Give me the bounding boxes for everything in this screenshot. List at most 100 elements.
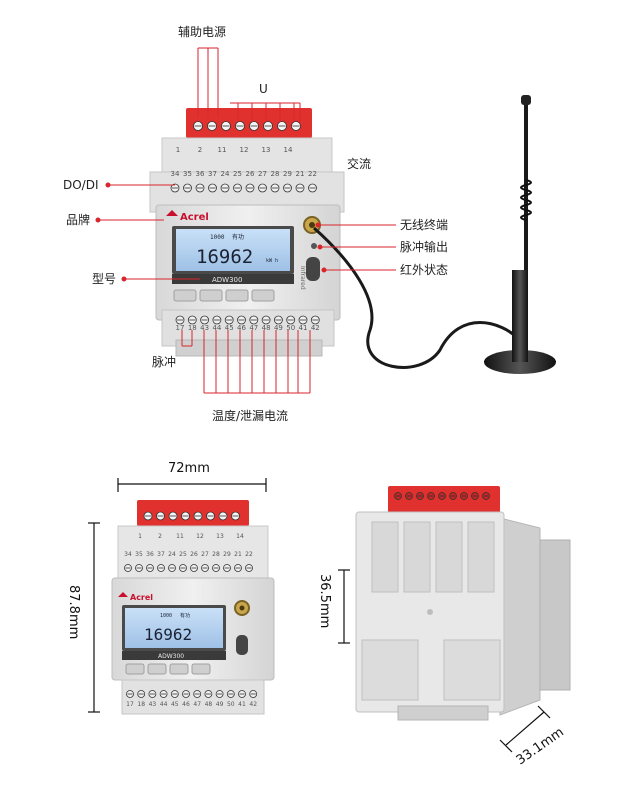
main-device: Acrel 1000 有功 16962 kW h ADW300 Infrared… xyxy=(149,108,345,357)
terminal-number: 21 xyxy=(234,551,242,558)
terminal-number: 35 xyxy=(183,170,192,178)
terminal-number: 49 xyxy=(274,324,283,332)
svg-text:ADW300: ADW300 xyxy=(158,653,184,660)
terminal-number: 2 xyxy=(198,146,202,154)
terminal-number: 18 xyxy=(188,324,197,332)
terminal-number: 29 xyxy=(283,170,292,178)
terminal-number: 47 xyxy=(249,324,258,332)
terminal-number: 14 xyxy=(284,146,293,154)
label-aux-power: 辅助电源 xyxy=(178,25,226,39)
label-pulse-output: 脉冲输出 xyxy=(400,239,448,254)
depth-dimension xyxy=(499,705,551,753)
terminal-number: 45 xyxy=(171,701,179,708)
label-wireless: 无线终端 xyxy=(400,217,448,232)
terminal-number: 35 xyxy=(135,551,143,558)
terminal-number: 44 xyxy=(212,324,221,332)
svg-text:Acrel: Acrel xyxy=(180,212,209,223)
terminal-number: 50 xyxy=(286,324,295,332)
width-label: 72mm xyxy=(168,461,210,476)
terminal-number: 1 xyxy=(138,533,142,540)
terminal-number: 42 xyxy=(249,701,257,708)
terminal-number: 22 xyxy=(308,170,317,178)
terminal-number: 1 xyxy=(176,146,180,154)
height-label: 87.8mm xyxy=(66,585,81,639)
terminal-number: 49 xyxy=(216,701,224,708)
terminal-number: 24 xyxy=(221,170,230,178)
terminal-number: 25 xyxy=(179,551,187,558)
top-terminal-screws xyxy=(193,121,301,131)
height-dimension xyxy=(88,522,100,713)
label-do-di: DO/DI xyxy=(63,178,99,192)
terminal-number: 29 xyxy=(223,551,231,558)
svg-text:Acrel: Acrel xyxy=(130,593,153,602)
terminal-number: 11 xyxy=(218,146,227,154)
back-view xyxy=(355,486,571,721)
svg-text:16962: 16962 xyxy=(144,625,192,644)
terminal-number: 37 xyxy=(157,551,165,558)
terminal-number: 42 xyxy=(311,324,320,332)
terminal-number: 37 xyxy=(208,170,217,178)
label-brand: 品牌 xyxy=(66,213,90,227)
antenna xyxy=(313,95,556,374)
pulse-led xyxy=(311,243,317,249)
width-dimension xyxy=(117,478,267,492)
infrared-window xyxy=(306,257,320,281)
lcd-screen xyxy=(176,229,290,271)
label-ac: 交流 xyxy=(347,156,371,171)
terminal-number: 12 xyxy=(240,146,249,154)
back-height-label: 36.5mm xyxy=(317,574,332,628)
terminal-number: 34 xyxy=(124,551,132,558)
terminal-number: 44 xyxy=(160,701,168,708)
terminal-number: 27 xyxy=(201,551,209,558)
callout-lines xyxy=(95,47,396,394)
terminal-number: 11 xyxy=(176,533,184,540)
svg-text:有功: 有功 xyxy=(232,233,244,241)
terminal-number: 26 xyxy=(246,170,255,178)
model-label: ADW300 xyxy=(212,276,242,284)
terminal-number: 26 xyxy=(190,551,198,558)
terminal-number: 48 xyxy=(205,701,213,708)
label-voltage: U xyxy=(259,82,268,96)
terminal-number: 17 xyxy=(126,701,134,708)
svg-text:1000: 1000 xyxy=(160,613,172,619)
lcd-reading: 16962 xyxy=(196,246,253,268)
terminal-number: 14 xyxy=(236,533,244,540)
terminal-number: 36 xyxy=(146,551,154,558)
terminal-number: 22 xyxy=(245,551,253,558)
terminal-number: 27 xyxy=(258,170,267,178)
terminal-number: 46 xyxy=(237,324,246,332)
svg-text:有功: 有功 xyxy=(180,612,190,619)
terminal-number: 28 xyxy=(212,551,220,558)
terminal-number: 13 xyxy=(216,533,224,540)
svg-text:1000: 1000 xyxy=(210,234,225,241)
terminal-number: 18 xyxy=(137,701,145,708)
terminal-number: 45 xyxy=(225,324,234,332)
label-temp-leakage: 温度/泄漏电流 xyxy=(212,408,288,423)
terminal-number: 46 xyxy=(182,701,190,708)
terminal-number: 12 xyxy=(196,533,204,540)
terminal-number: 21 xyxy=(296,170,305,178)
terminal-number: 25 xyxy=(233,170,242,178)
terminal-number: 41 xyxy=(238,701,246,708)
terminal-number: 17 xyxy=(176,324,185,332)
terminal-number: 41 xyxy=(299,324,308,332)
terminal-number: 36 xyxy=(196,170,205,178)
brand-logo: Acrel xyxy=(166,210,209,223)
back-height-dimension xyxy=(338,569,350,644)
terminal-number: 24 xyxy=(168,551,176,558)
label-pulse: 脉冲 xyxy=(152,354,176,369)
terminal-number: 13 xyxy=(262,146,271,154)
terminal-number: 34 xyxy=(171,170,180,178)
svg-text:Infrared: Infrared xyxy=(299,266,306,290)
terminal-number: 28 xyxy=(271,170,280,178)
terminal-number: 43 xyxy=(200,324,209,332)
label-infrared: 红外状态 xyxy=(400,262,448,277)
svg-text:kW h: kW h xyxy=(266,258,278,264)
label-model: 型号 xyxy=(92,272,116,286)
front-buttons xyxy=(173,289,275,302)
terminal-number: 43 xyxy=(149,701,157,708)
